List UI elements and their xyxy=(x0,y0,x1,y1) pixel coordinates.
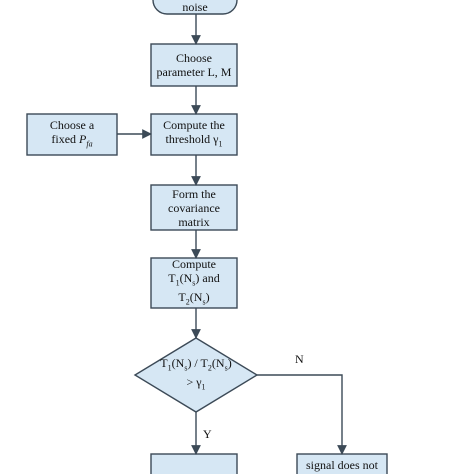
decision-gamma: > γ xyxy=(186,375,202,389)
covariance-line-1: Form the xyxy=(172,186,216,201)
choose-parameter-box xyxy=(150,43,238,87)
ratio-arg2-open: (N xyxy=(211,355,225,370)
choose-parameter-label: Choose parameter L, M xyxy=(151,44,237,86)
ratio-t2-sub: 2 xyxy=(207,363,212,372)
choose-pfa-box xyxy=(26,113,118,156)
compute-t-line-2: T1(Ns) and xyxy=(168,271,219,290)
t1-arg-open: (N xyxy=(179,270,193,285)
decision-label: T1(Ns) / T2(Ns) > γ1 xyxy=(135,355,257,395)
covariance-line-2: covariance xyxy=(168,200,220,215)
ratio-arg1-open: (N xyxy=(171,355,185,370)
threshold-label: Compute the threshold γ1 xyxy=(151,114,237,155)
t1-arg-subscript: s xyxy=(192,278,196,287)
choose-parameter-line-1: Choose xyxy=(176,51,212,65)
threshold-prefix: threshold xyxy=(165,131,214,146)
t2-subscript: 2 xyxy=(185,297,190,307)
decision-line-2: > γ1 xyxy=(186,375,205,394)
edge-label-no: N xyxy=(295,352,304,366)
start-label: noise xyxy=(153,0,237,14)
t1-subscript: 1 xyxy=(175,278,180,287)
t2-arg-open: (N xyxy=(189,290,203,304)
choose-parameter-line-2: parameter L, M xyxy=(156,65,232,79)
no-signal-label: signal does not xyxy=(297,456,387,474)
t2-symbol: T xyxy=(178,290,186,304)
t1-arg-close: ) and xyxy=(195,270,220,285)
choose-pfa-prefix: fixed xyxy=(51,131,80,146)
t2-arg-subscript: s xyxy=(202,297,206,307)
gamma-symbol: γ xyxy=(213,131,219,146)
signal-present-box xyxy=(150,453,238,474)
arrow-decision-no xyxy=(257,374,347,455)
t2-arg-close: ) xyxy=(205,290,210,304)
pfa-subscript: fa xyxy=(86,139,93,149)
choose-pfa-line-2: fixed Pfa xyxy=(51,132,92,151)
covariance-box xyxy=(150,184,238,231)
no-signal-text: signal does not xyxy=(306,458,378,472)
compute-t-box xyxy=(150,257,238,309)
gamma-subscript: 1 xyxy=(218,139,223,149)
ratio-arg2-sub: s xyxy=(224,363,228,372)
ratio-divider: ) / T xyxy=(187,355,208,370)
edge-label-yes: Y xyxy=(203,427,212,441)
covariance-label: Form the covariance matrix xyxy=(151,185,237,230)
decision-line-1: T1(Ns) / T2(Ns) xyxy=(160,356,231,375)
start-text: noise xyxy=(182,0,208,14)
ratio-t1: T xyxy=(160,355,168,370)
ratio-arg1-sub: s xyxy=(184,363,188,372)
ratio-arg2-close: ) xyxy=(227,355,232,370)
covariance-line-3: matrix xyxy=(178,214,210,229)
compute-t-line-3: T2(Ns) xyxy=(178,290,209,309)
ratio-t1-sub: 1 xyxy=(167,363,172,372)
pfa-variable: P xyxy=(79,131,87,146)
compute-t-line-1: Compute xyxy=(172,256,216,271)
choose-pfa-label: Choose a fixed Pfa xyxy=(27,114,117,155)
compute-t-label: Compute T1(Ns) and T2(Ns) xyxy=(151,256,237,309)
decision-gamma-sub: 1 xyxy=(201,382,206,392)
threshold-line-2: threshold γ1 xyxy=(166,132,223,151)
t1-symbol: T xyxy=(168,270,176,285)
start-terminator xyxy=(152,0,238,15)
choose-pfa-line-1: Choose a xyxy=(49,117,95,132)
threshold-line-1: Compute the xyxy=(163,117,225,132)
